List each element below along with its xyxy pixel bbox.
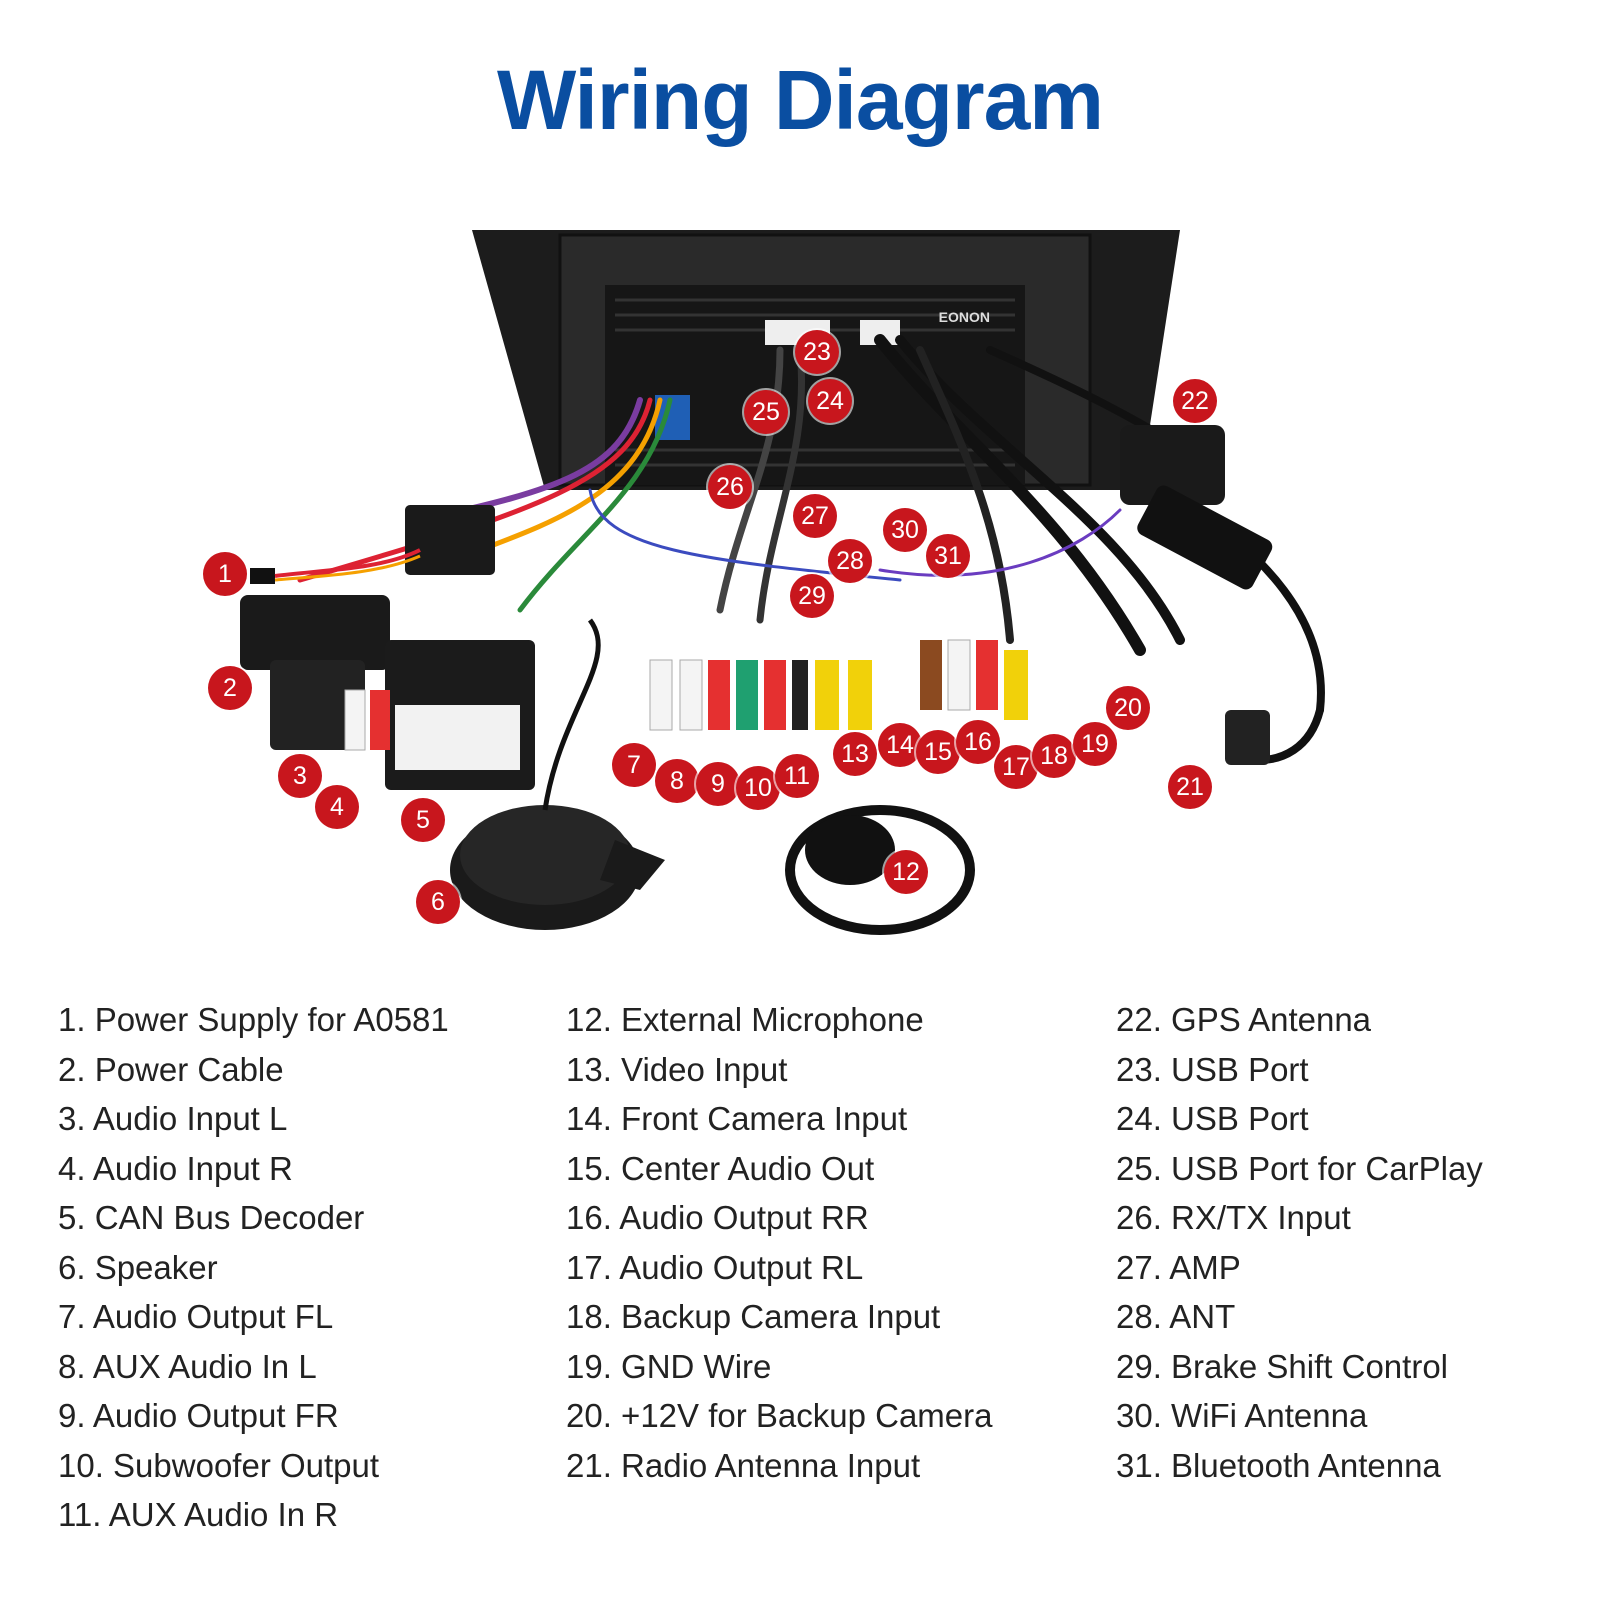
- legend-column-3: 22. GPS Antenna 23. USB Port 24. USB Por…: [1116, 995, 1483, 1490]
- power-supply-connector: [250, 568, 275, 584]
- callout-31: 31: [926, 534, 970, 578]
- callout-23: 23: [795, 330, 839, 374]
- legend-item: 22. GPS Antenna: [1116, 1001, 1372, 1038]
- callout-28: 28: [828, 539, 872, 583]
- page-title: Wiring Diagram: [497, 53, 1104, 147]
- legend-item: 20. +12V for Backup Camera: [566, 1397, 993, 1434]
- power-harness-body: [270, 660, 365, 750]
- callout-10: 10: [736, 766, 780, 810]
- callout-6: 6: [416, 880, 460, 924]
- callout-14: 14: [878, 723, 922, 767]
- legend-item: 16. Audio Output RR: [566, 1199, 869, 1236]
- callout-2: 2: [208, 666, 252, 710]
- callout-4: 4: [315, 785, 359, 829]
- power-harness-plug: [240, 595, 390, 670]
- legend-item: 1. Power Supply for A0581: [58, 1001, 449, 1038]
- callout-5: 5: [401, 798, 445, 842]
- legend-item: 30. WiFi Antenna: [1116, 1397, 1368, 1434]
- callout-16: 16: [956, 720, 1000, 764]
- legend-item: 27. AMP: [1116, 1248, 1241, 1286]
- callout-29: 29: [790, 574, 834, 618]
- callout-13: 13: [833, 732, 877, 776]
- callout-17: 17: [994, 745, 1038, 789]
- callout-12: 12: [884, 850, 928, 894]
- legend-item: 19. GND Wire: [566, 1347, 772, 1385]
- legend-item: 25. USB Port for CarPlay: [1116, 1149, 1483, 1187]
- legend-item: 15. Center Audio Out: [566, 1149, 875, 1187]
- microphone-cable-coil: [785, 805, 975, 935]
- callout-1: 1: [203, 552, 247, 596]
- legend-item: 28. ANT: [1116, 1298, 1236, 1335]
- callout-15: 15: [916, 730, 960, 774]
- legend-item: 24. USB Port: [1116, 1100, 1309, 1137]
- speaker-mount: [600, 840, 665, 890]
- radio-antenna-plug: [1225, 710, 1270, 765]
- decoder-label: [395, 705, 520, 770]
- legend-item: 18. Backup Camera Input: [566, 1298, 941, 1335]
- legend-column-2: 12. External Microphone 13. Video Input …: [566, 995, 993, 1490]
- callout-11: 11: [775, 754, 819, 798]
- legend-item: 17. Audio Output RL: [566, 1248, 864, 1286]
- legend-item: 3. Audio Input L: [58, 1100, 288, 1137]
- legend-item: 26. RX/TX Input: [1116, 1199, 1351, 1236]
- head-unit-illustration: EONON: [240, 230, 1325, 935]
- callout-27: 27: [793, 494, 837, 538]
- legend-item: 29. Brake Shift Control: [1116, 1347, 1448, 1385]
- legend-item: 9. Audio Output FR: [58, 1397, 339, 1434]
- product-photo: EONON: [0, 190, 1600, 980]
- legend-item: 21. Radio Antenna Input: [566, 1446, 921, 1484]
- rca-plugs: [344, 639, 1028, 751]
- callout-22: 22: [1173, 379, 1217, 423]
- heatsink-fins: [615, 298, 1015, 467]
- callout-25: 25: [744, 390, 788, 434]
- callout-3: 3: [278, 754, 322, 798]
- callout-7: 7: [612, 743, 656, 787]
- brand-label: EONON: [939, 309, 990, 325]
- callout-19: 19: [1073, 722, 1117, 766]
- legend-item: 8. AUX Audio In L: [58, 1347, 317, 1385]
- callout-9: 9: [696, 762, 740, 806]
- relay-box: [405, 505, 495, 575]
- legend-item: 6. Speaker: [58, 1248, 218, 1286]
- microphone-head: [805, 815, 895, 885]
- callout-24: 24: [808, 379, 852, 423]
- legend-item: 4. Audio Input R: [58, 1149, 293, 1187]
- legend-item: 7. Audio Output FL: [58, 1298, 334, 1335]
- radio-antenna-adapter: [1137, 485, 1273, 590]
- callout-18: 18: [1032, 734, 1076, 778]
- legend-item: 11. AUX Audio In R: [58, 1496, 339, 1533]
- legend-column-1: 1. Power Supply for A0581 2. Power Cable…: [58, 995, 449, 1540]
- legend-item: 23. USB Port: [1116, 1050, 1309, 1088]
- gps-antenna: [1120, 425, 1225, 505]
- legend-item: 13. Video Input: [566, 1050, 788, 1088]
- legend-item: 10. Subwoofer Output: [58, 1446, 380, 1484]
- callout-8: 8: [655, 759, 699, 803]
- legend-item: 31. Bluetooth Antenna: [1116, 1446, 1441, 1484]
- legend-item: 12. External Microphone: [566, 1001, 924, 1038]
- callout-20: 20: [1106, 686, 1150, 730]
- wire-bundle: [297, 334, 1325, 764]
- speaker-grille: [460, 805, 630, 905]
- legend-item: 2. Power Cable: [58, 1050, 284, 1088]
- callout-26: 26: [708, 465, 752, 509]
- callout-30: 30: [883, 508, 927, 552]
- legend-item: 5. CAN Bus Decoder: [58, 1199, 365, 1236]
- legend-item: 14. Front Camera Input: [566, 1100, 908, 1137]
- callout-21: 21: [1168, 765, 1212, 809]
